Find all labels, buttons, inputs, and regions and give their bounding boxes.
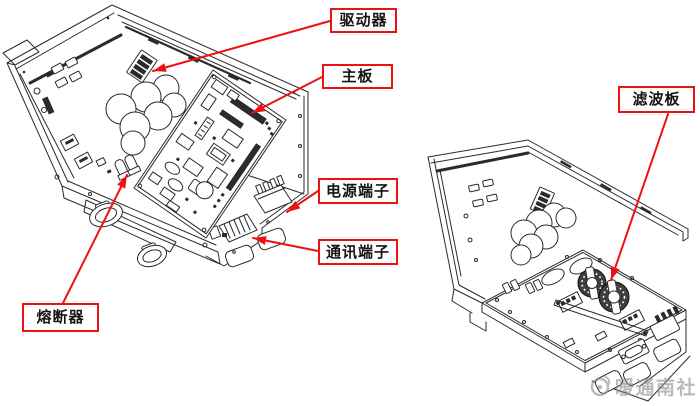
leader-driver — [152, 20, 331, 72]
label-filter-board: 滤波板 — [618, 86, 695, 113]
comm-terminal-block — [207, 213, 258, 243]
watermark-text: 暖通南社 — [615, 376, 698, 399]
label-fuse: 熔断器 — [22, 303, 99, 332]
label-mainboard: 主板 — [322, 64, 393, 89]
label-power-terminal: 电源端子 — [318, 178, 398, 204]
power-terminal-block — [253, 174, 293, 214]
annotation-leaders — [62, 20, 669, 304]
fuse-holder — [95, 154, 142, 181]
arrowhead-comm-terminal — [253, 236, 267, 245]
capacitor-cluster-right — [510, 202, 577, 266]
arrowhead-power-terminal — [287, 200, 301, 212]
arrowhead-driver — [153, 63, 167, 72]
leader-fuse — [62, 174, 128, 304]
arrowhead-fuse — [117, 175, 127, 189]
filter-board-deck — [469, 249, 687, 373]
leader-mainboard — [251, 76, 323, 114]
filter-toroid-1 — [577, 266, 607, 300]
left-lid-clips — [33, 56, 94, 180]
driver-connector — [126, 49, 158, 83]
watermark-logo-icon — [590, 376, 611, 397]
leader-filter-board — [610, 113, 669, 281]
watermark: 暖通南社 — [588, 371, 697, 401]
left-unit-drawing — [2, 4, 309, 268]
arrowhead-mainboard — [252, 103, 266, 113]
filter-toroid-2 — [598, 279, 630, 315]
arrowhead-filter-board — [610, 266, 620, 280]
label-comm-terminal: 通讯端子 — [318, 239, 398, 265]
left-terminal-wall — [205, 91, 309, 268]
label-driver: 驱动器 — [330, 8, 397, 33]
right-unit-drawing — [427, 139, 691, 402]
right-lower-body — [591, 305, 691, 402]
capacitor-cluster — [105, 74, 187, 156]
